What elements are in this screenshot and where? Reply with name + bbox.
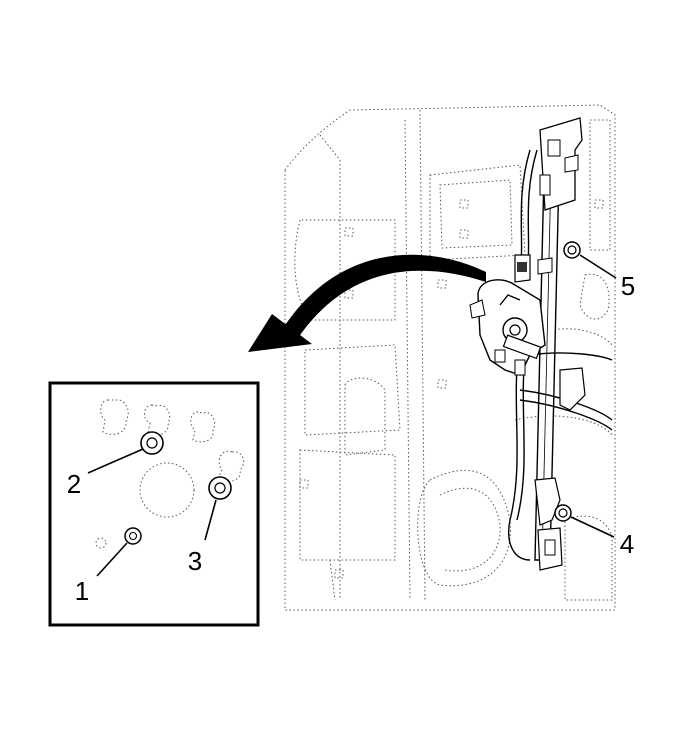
nut-3 [208,476,232,500]
detail-inset [48,381,260,627]
callout-4: 4 [620,529,634,559]
window-regulator-assembly [469,117,613,571]
callout-3: 3 [188,546,202,576]
leader-lines [87,254,617,577]
callout-2: 2 [67,469,81,499]
nut-1 [124,527,142,545]
view-arrow [248,254,486,352]
callout-1: 1 [75,576,89,606]
callout-5: 5 [621,271,635,301]
nut-2 [140,431,164,455]
bolt-5 [563,241,581,259]
door-inner-panel [284,104,616,611]
bolt-4 [554,504,572,522]
